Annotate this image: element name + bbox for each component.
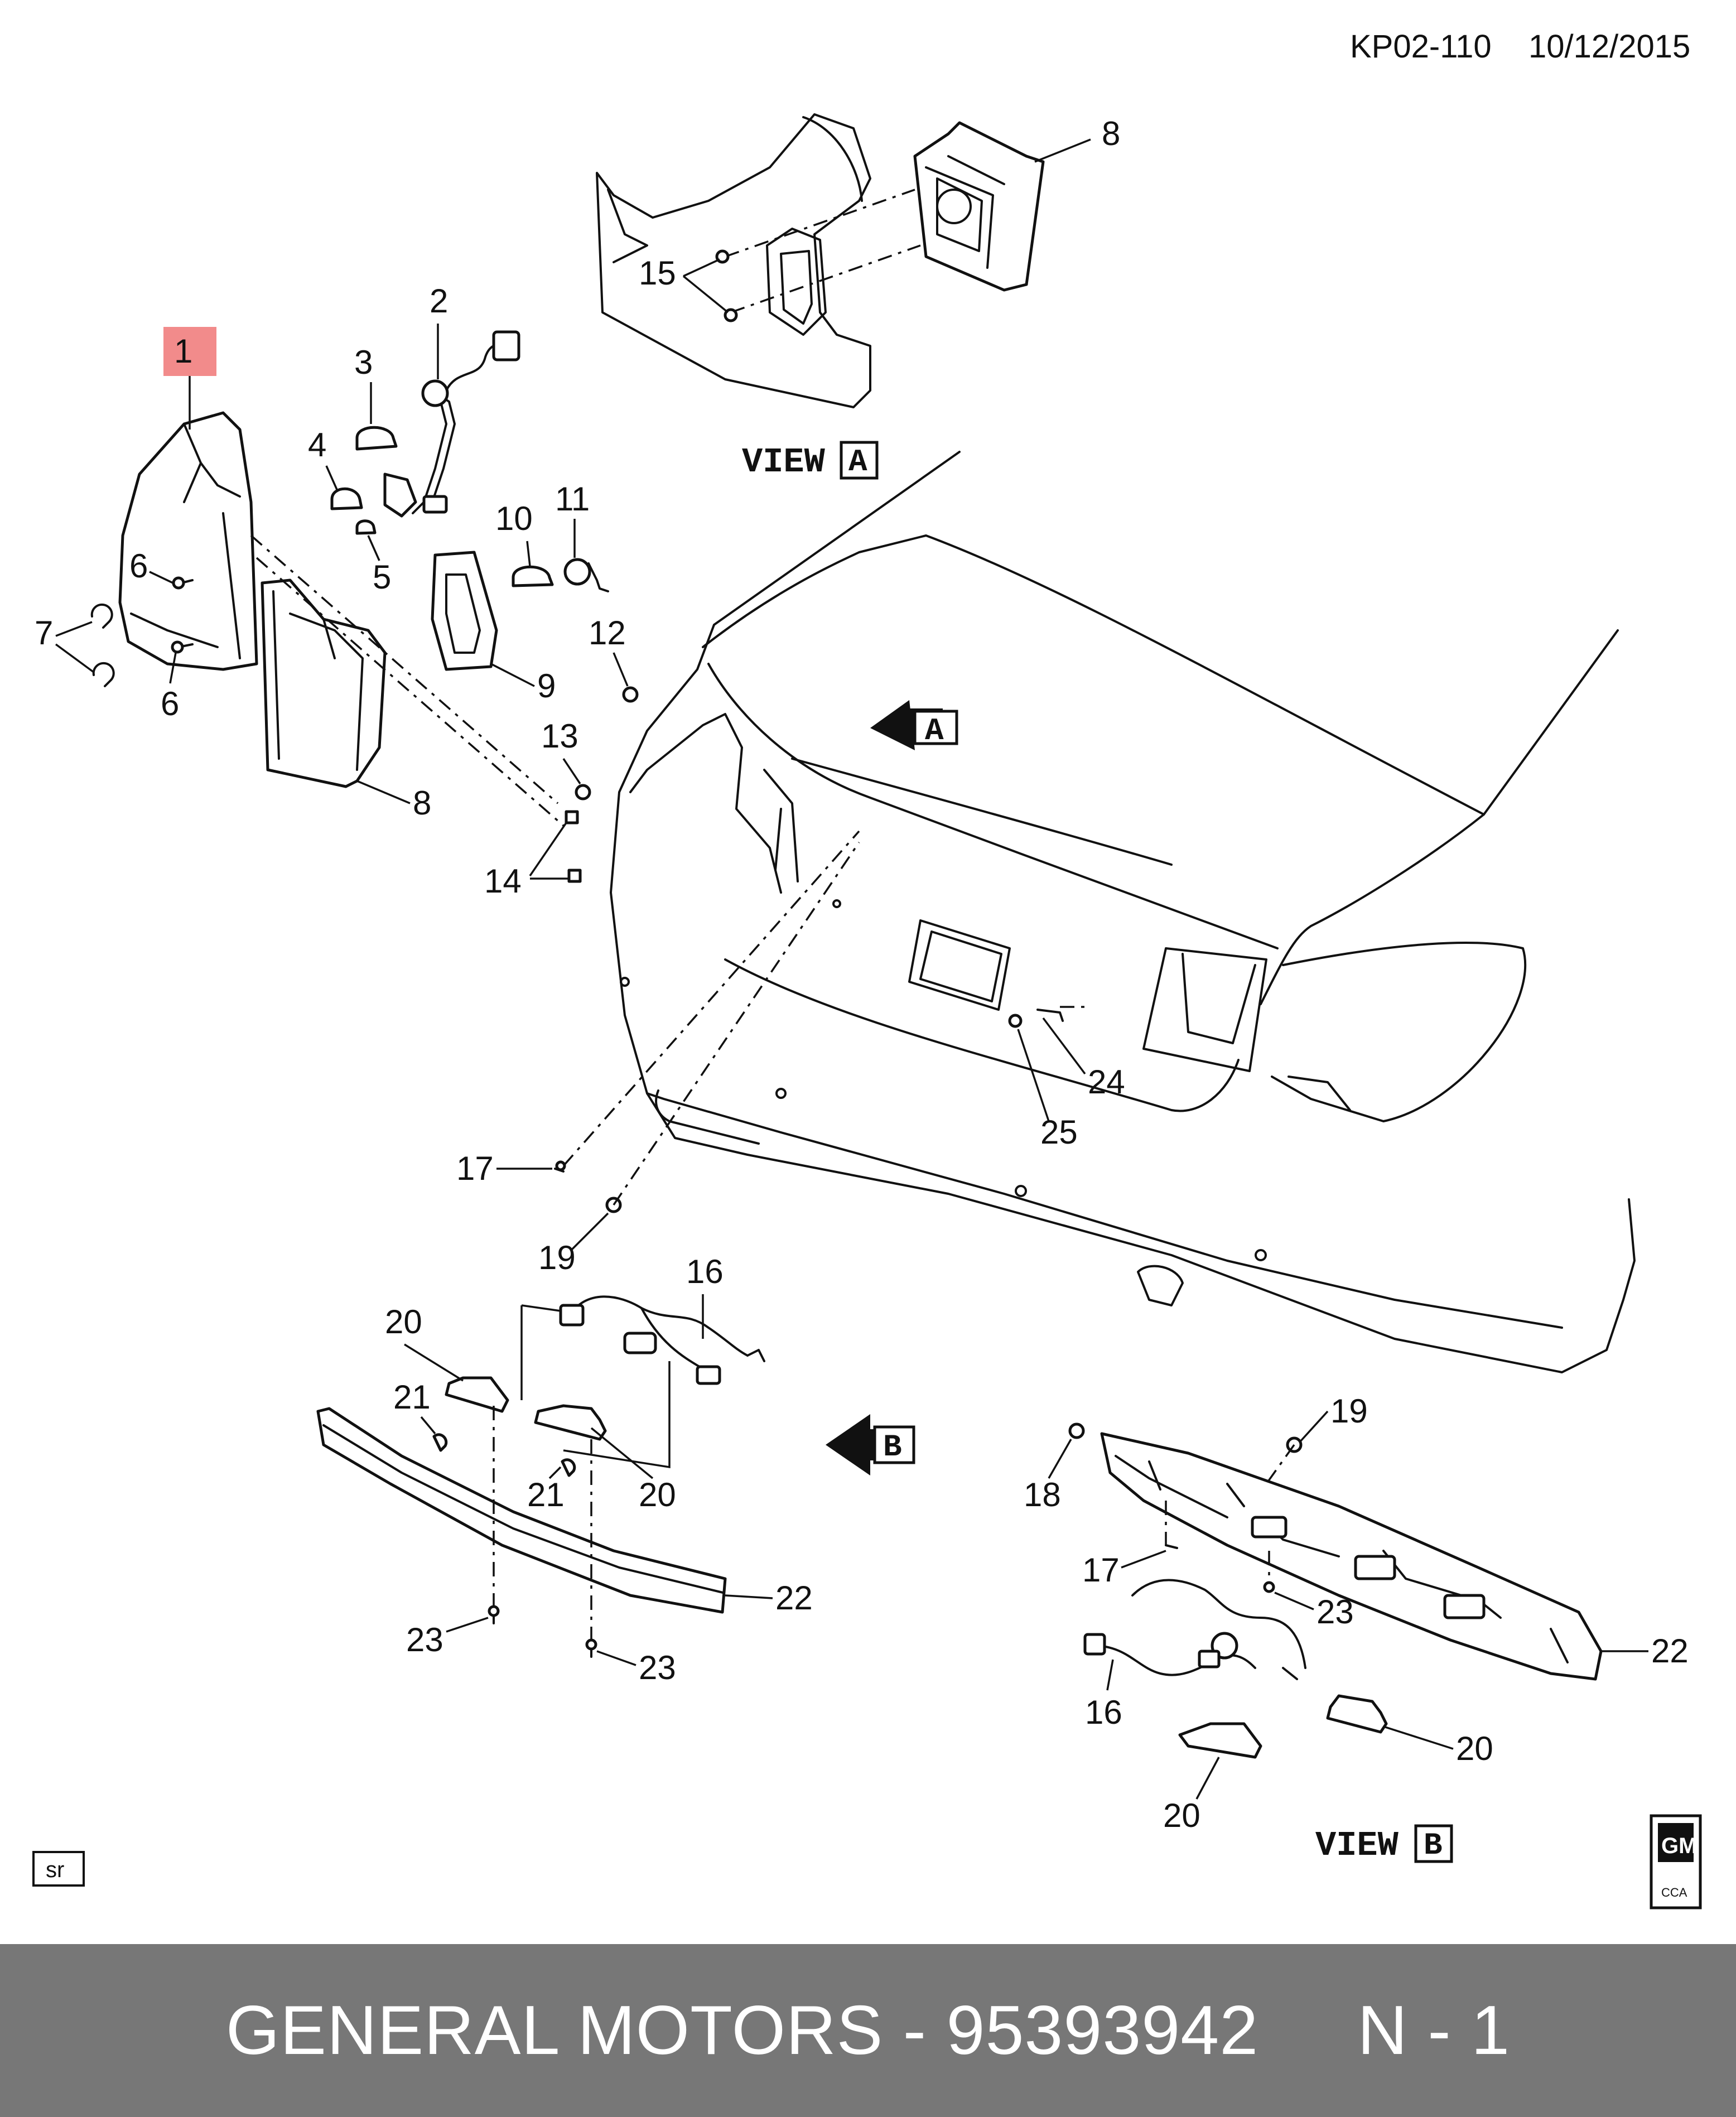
callout-19-view-b[interactable]: 19 <box>1330 1392 1368 1430</box>
callout-16-main[interactable]: 16 <box>686 1253 724 1290</box>
footer-part-number: GENERAL MOTORS - 95393942 N - 1 <box>225 1992 1511 2069</box>
footer-bar: GENERAL MOTORS - 95393942 N - 1 <box>0 1944 1736 2117</box>
callout-19-main[interactable]: 19 <box>538 1239 576 1276</box>
callout-1[interactable]: 1 <box>174 332 192 370</box>
view-a-arrow-icon <box>870 700 915 750</box>
callout-9[interactable]: 9 <box>537 667 556 705</box>
gm-logo-text: GM <box>1661 1834 1697 1858</box>
callout-12[interactable]: 12 <box>589 614 626 652</box>
gm-logo: GM CCA <box>1650 1814 1702 1909</box>
callout-14[interactable]: 14 <box>484 862 522 900</box>
tail-lamp-assembly <box>118 411 258 671</box>
callout-18[interactable]: 18 <box>1024 1476 1061 1513</box>
view-b-arrow-box <box>873 1425 915 1464</box>
callout-8-view-a[interactable]: 8 <box>1102 115 1120 152</box>
callout-20-view-b-right[interactable]: 20 <box>1456 1730 1493 1767</box>
tail-lamp-lens <box>261 578 387 788</box>
callout-20-view-b-bottom[interactable]: 20 <box>1163 1797 1200 1834</box>
callout-2[interactable]: 2 <box>430 282 448 320</box>
callout-21-upper[interactable]: 21 <box>393 1378 431 1416</box>
parts-diagram-sheet: KP02-110 10/12/2015 8 15 VIEW A 1 6 6 <box>32 28 1702 1909</box>
callout-23-mid[interactable]: 23 <box>639 1649 676 1686</box>
view-a-letter: A <box>848 444 867 480</box>
callout-8-left[interactable]: 8 <box>413 784 431 822</box>
vehicle-rear-body <box>610 451 1636 1373</box>
callout-3[interactable]: 3 <box>354 344 373 381</box>
view-b-letter-box <box>1414 1824 1453 1863</box>
callout-5[interactable]: 5 <box>373 558 391 596</box>
view-a-letter-box <box>840 441 879 480</box>
doc-code: KP02-110 <box>1350 28 1492 65</box>
callout-6-lower[interactable]: 6 <box>161 685 179 722</box>
callout-4[interactable]: 4 <box>308 426 326 464</box>
callout-22-view-b[interactable]: 22 <box>1651 1632 1689 1670</box>
sr-badge <box>32 1851 85 1887</box>
callout-6-upper[interactable]: 6 <box>129 547 148 585</box>
view-b-detail <box>1083 1432 1603 1759</box>
view-a-label: VIEW <box>742 442 826 482</box>
callout-13[interactable]: 13 <box>541 717 578 755</box>
socket-harness <box>383 330 520 518</box>
callout-7[interactable]: 7 <box>35 614 53 652</box>
callout-17-main[interactable]: 17 <box>456 1150 494 1187</box>
callout-15[interactable]: 15 <box>639 254 676 292</box>
view-b-letter: B <box>1424 1827 1443 1863</box>
view-a-detail <box>596 113 1091 408</box>
applique-panel <box>316 1407 727 1614</box>
gm-logo-subtext: CCA <box>1661 1885 1687 1899</box>
doc-date: 10/12/2015 <box>1528 28 1690 65</box>
callout-1-highlight <box>163 327 216 376</box>
view-a-arrow-box <box>913 710 958 745</box>
callout-22-main[interactable]: 22 <box>775 1579 813 1617</box>
view-b-arrow-icon <box>826 1414 870 1475</box>
license-lamp-harness <box>559 1295 765 1385</box>
callout-17-view-b[interactable]: 17 <box>1082 1551 1120 1589</box>
callout-24[interactable]: 24 <box>1088 1063 1125 1101</box>
callout-10[interactable]: 10 <box>495 500 533 537</box>
view-a-arrow-letter: A <box>925 713 944 749</box>
callout-23-left[interactable]: 23 <box>406 1621 443 1658</box>
callout-11[interactable]: 11 <box>555 480 590 518</box>
callout-20-main-lower[interactable]: 20 <box>639 1476 676 1513</box>
callout-16-view-b[interactable]: 16 <box>1085 1694 1122 1731</box>
view-b-arrow-letter: B <box>883 1429 902 1465</box>
callout-20-main-upper[interactable]: 20 <box>385 1303 422 1340</box>
callout-21-lower[interactable]: 21 <box>527 1476 565 1513</box>
callout-25[interactable]: 25 <box>1040 1113 1078 1151</box>
view-b-label: VIEW <box>1315 1826 1399 1865</box>
sr-badge-text: sr <box>46 1858 64 1882</box>
callout-23-view-b[interactable]: 23 <box>1317 1593 1354 1631</box>
